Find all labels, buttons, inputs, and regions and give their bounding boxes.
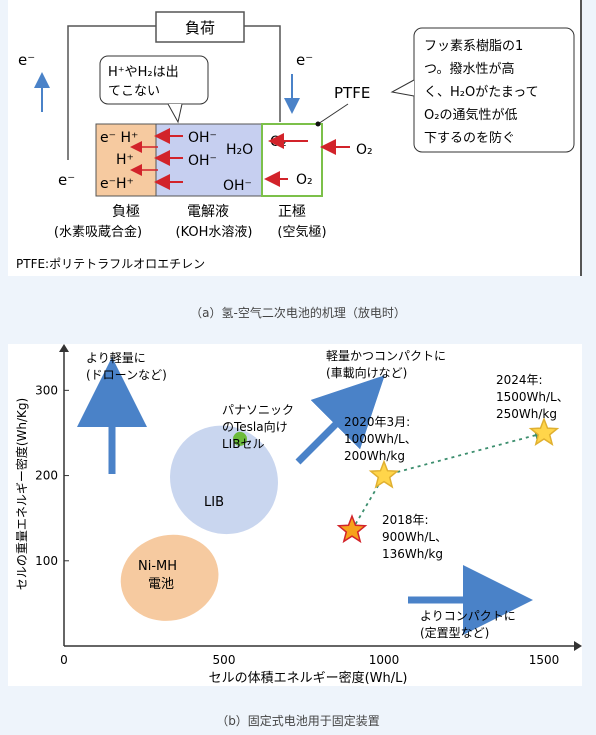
load-box bbox=[155, 11, 245, 43]
y-axis-label: セルの重量エネルギー密度(Wh/Kg) bbox=[14, 398, 29, 590]
anode-row2: H⁺ bbox=[116, 152, 134, 168]
energy-density-chart: 0 500 1000 1500 100 200 300 セルの体積エネルギー密度(Wh/L)… bbox=[14, 344, 582, 686]
oh-row2: OH⁻ bbox=[188, 153, 217, 169]
ann-2018: 2018年:900Wh/L、136Wh/kg bbox=[382, 513, 447, 561]
ann-compact: よりコンパクトに(定置型など) bbox=[420, 609, 516, 640]
ann-light-compact: 軽量かつコンパクトに(車載向けなど) bbox=[326, 349, 446, 380]
callout-ions-line1: H⁺やH₂は出 bbox=[108, 65, 179, 80]
label-electrolyte: 電解液 bbox=[187, 204, 229, 220]
load-label: 負荷 bbox=[185, 19, 215, 37]
y-tick-label-2: 300 bbox=[35, 383, 58, 397]
anode-row1: e⁻ H⁺ bbox=[100, 130, 138, 146]
callout-ions-line2: てこない bbox=[108, 84, 160, 99]
label-cathode: 正極 bbox=[278, 204, 306, 220]
x-axis-arrowhead bbox=[574, 641, 582, 651]
o2-outside: O₂ bbox=[356, 142, 373, 158]
electron-top-left: e⁻ bbox=[18, 51, 35, 69]
x-tick-label-0: 0 bbox=[60, 653, 68, 667]
label-electrolyte-sub: (KOH水溶液) bbox=[176, 225, 253, 240]
ann-2024: 2024年:1500Wh/L、250Wh/kg bbox=[496, 373, 569, 421]
ptfe-label: PTFE bbox=[334, 84, 370, 102]
label-anode: 負極 bbox=[112, 204, 140, 220]
y-axis-arrowhead bbox=[59, 344, 69, 352]
caption-a: （a）氢-空气二次电池的机理（放电时） bbox=[190, 306, 406, 320]
anode-region bbox=[95, 123, 157, 197]
callout-ions-box bbox=[99, 55, 209, 105]
callout-ptfe-text: フッ素系樹脂の1 つ。撥水性が高 く、H₂Oがたまって O₂の通気性が低 下する… bbox=[424, 39, 543, 146]
point-star-2018 bbox=[336, 513, 368, 544]
arrow-light-compact bbox=[295, 375, 385, 465]
h2o-label: H₂O bbox=[226, 142, 253, 158]
electron-top-right: e⁻ bbox=[296, 51, 313, 69]
point-panasonic bbox=[233, 431, 247, 446]
label-anode-sub: (水素吸蔵合金) bbox=[54, 224, 142, 240]
ann-light: より軽量に(ドローンなど) bbox=[86, 351, 167, 382]
x-axis-label: セルの体積エネルギー密度(Wh/L) bbox=[209, 670, 408, 686]
footnote: PTFE:ポリテトラフルオロエチレン bbox=[16, 257, 205, 271]
x-tick-label-2: 1000 bbox=[369, 653, 400, 667]
callout-ions-text: H⁺やH₂は出 てこない bbox=[108, 65, 183, 99]
y-tick-label-1: 200 bbox=[35, 469, 58, 483]
point-star-2024 bbox=[528, 416, 560, 446]
o2-cathode-bottom: O₂ bbox=[296, 172, 313, 188]
region-nimh bbox=[120, 534, 219, 621]
ann-lib: LIB bbox=[204, 495, 224, 510]
point-star-2020 bbox=[368, 459, 400, 489]
ann-2020: 2020年3月:1000Wh/L、200Wh/kg bbox=[344, 415, 417, 463]
callout-ptfe-tail bbox=[390, 79, 415, 97]
x-tick-label-1: 500 bbox=[213, 653, 236, 667]
mechanism-diagram: 負荷 e⁻ e⁻ e⁻ e⁻ H⁺ H⁺ e⁻H⁺ OH⁻ OH⁻ OH⁻ H₂… bbox=[16, 11, 575, 271]
anode-row3: e⁻H⁺ bbox=[100, 176, 134, 192]
electron-bottom-left: e⁻ bbox=[58, 171, 75, 189]
callout-ions-tail bbox=[167, 103, 183, 124]
ptfe-leader bbox=[317, 103, 349, 125]
oh-row1: OH⁻ bbox=[188, 130, 217, 146]
label-cathode-sub: (空気極) bbox=[277, 224, 326, 240]
panel-b-chart: 0 500 1000 1500 100 200 300 セルの体積エネルギー密度(Wh/L)… bbox=[8, 344, 582, 686]
y-tick-label-0: 100 bbox=[35, 554, 58, 568]
region-lib bbox=[170, 425, 278, 535]
x-tick-label-3: 1500 bbox=[529, 653, 560, 667]
panel-a-mechanism: 負荷 e⁻ e⁻ e⁻ e⁻ H⁺ H⁺ e⁻H⁺ OH⁻ OH⁻ OH⁻ H₂… bbox=[8, 0, 582, 276]
ptfe-dot bbox=[315, 121, 321, 127]
caption-b: （b）固定式电池用于固定装置 bbox=[216, 714, 380, 728]
oh-row3: OH⁻ bbox=[223, 178, 252, 194]
